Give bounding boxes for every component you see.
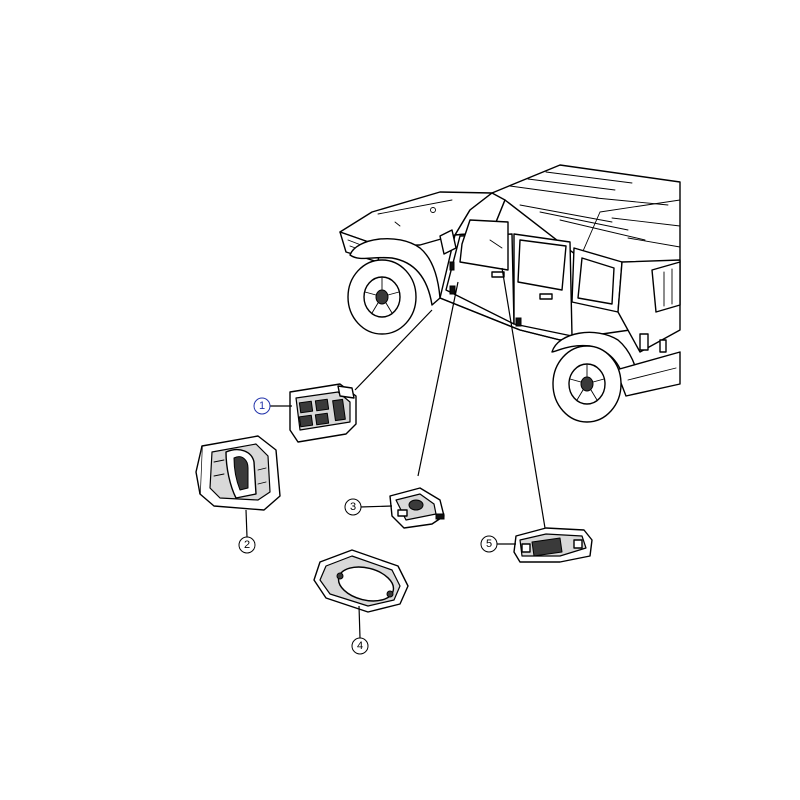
part-1-window-switch <box>289 383 357 443</box>
callout-2-number: 2 <box>244 539 250 551</box>
callout-4[interactable]: 4 <box>351 637 369 655</box>
rear-wheel <box>552 345 622 423</box>
part-5-lock-switch <box>497 527 593 563</box>
callout-5-number: 5 <box>486 538 492 550</box>
callout-1-number: 1 <box>259 400 265 412</box>
vehicle-illustration <box>339 164 681 423</box>
leader-lines <box>354 267 546 529</box>
callout-5-circle <box>480 535 498 553</box>
callout-1-circle <box>253 397 271 415</box>
callout-3[interactable]: 3 <box>344 498 362 516</box>
callout-2[interactable]: 2 <box>238 536 256 554</box>
callout-5[interactable]: 5 <box>480 535 498 553</box>
callout-4-circle <box>351 637 369 655</box>
part-4-escutcheon <box>313 549 409 639</box>
callout-1[interactable]: 1 <box>253 397 292 415</box>
callout-3-number: 3 <box>350 501 356 513</box>
part-3-switch-module <box>359 487 445 529</box>
callout-2-circle <box>238 536 256 554</box>
callout-4-number: 4 <box>357 640 363 652</box>
part-2-handle-bezel <box>195 435 281 538</box>
front-wheel <box>347 259 417 335</box>
callout-3-circle <box>344 498 362 516</box>
